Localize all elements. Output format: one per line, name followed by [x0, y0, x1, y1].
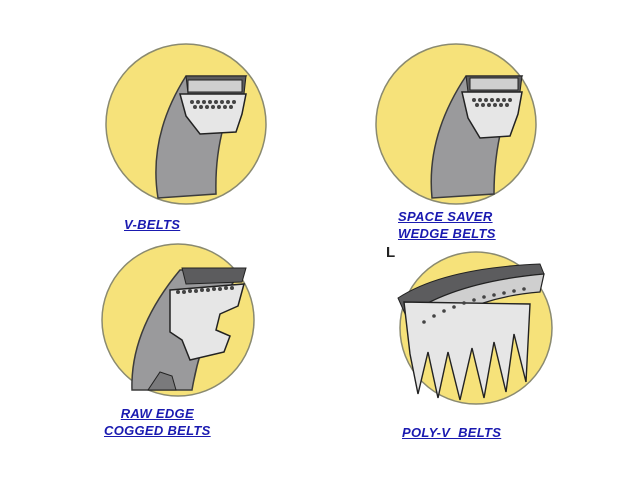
caption-line: COGGED BELTS — [104, 423, 211, 438]
caption-line: POLY-V BELTS — [402, 425, 502, 440]
caption-line: WEDGE BELTS — [398, 226, 496, 241]
wedge-belt-illustration — [370, 36, 548, 206]
caption-raw-edge: RAW EDGE COGGED BELTS — [104, 405, 211, 439]
v-belt-illustration — [96, 36, 274, 206]
caption-line: RAW EDGE — [120, 406, 194, 421]
raw-edge-belt-illustration — [90, 240, 280, 410]
caption-poly-v: POLY-V BELTS — [402, 424, 501, 441]
caption-line: SPACE SAVER — [398, 209, 493, 224]
poly-v-belt-illustration — [384, 242, 578, 418]
caption-line: V-BELTS — [124, 217, 181, 232]
caption-space-saver: SPACE SAVER WEDGE BELTS — [398, 208, 496, 242]
corner-mark: L — [386, 244, 396, 261]
caption-v-belts: V-BELTS — [124, 216, 180, 233]
